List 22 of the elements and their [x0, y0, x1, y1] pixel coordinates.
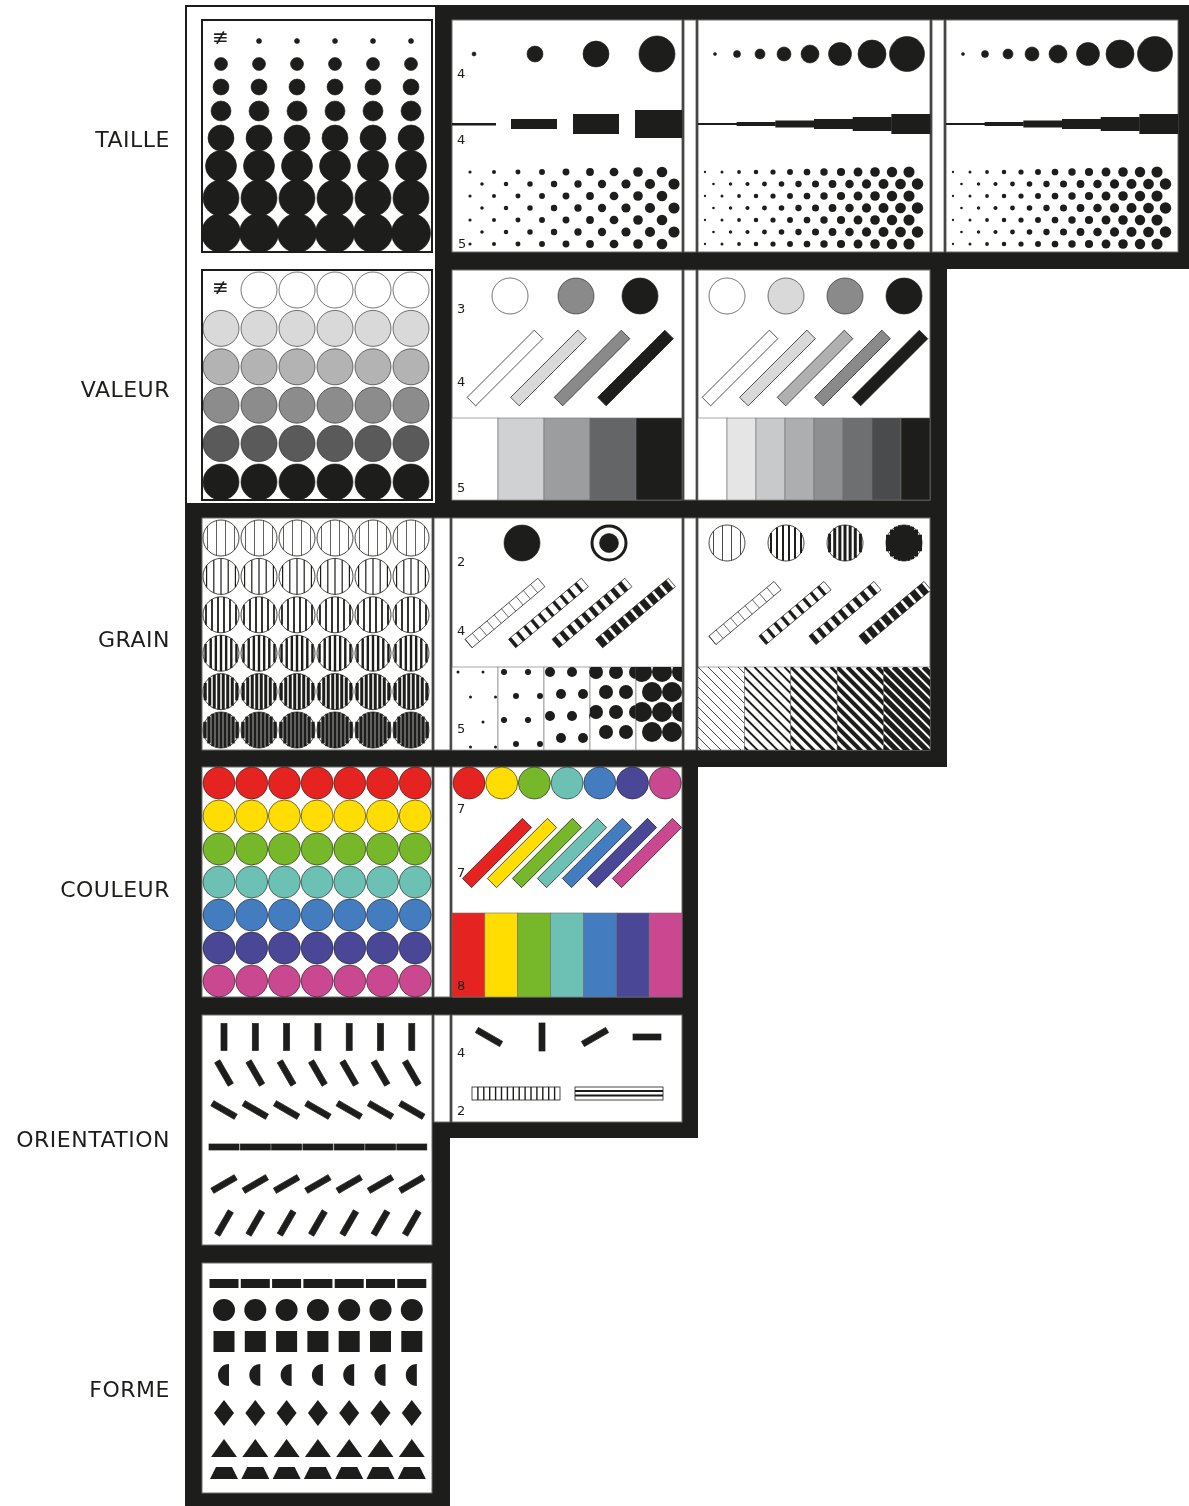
level-count: 5: [457, 722, 466, 735]
level-count: 2: [457, 1104, 466, 1117]
symbol-label: ≢: [212, 277, 229, 297]
level-count: 7: [457, 866, 466, 879]
level-count: 4: [457, 624, 466, 637]
level-count: 8: [457, 979, 466, 992]
level-count: 4: [457, 1046, 466, 1059]
row-label: GRAIN: [98, 629, 170, 651]
level-count: 4: [457, 67, 466, 80]
level-count: 5: [457, 481, 466, 494]
level-count: 2: [457, 555, 466, 568]
level-count: 4: [457, 133, 466, 146]
row-label: TAILLE: [95, 129, 170, 151]
level-count: 7: [457, 802, 466, 815]
row-label: ORIENTATION: [16, 1129, 170, 1151]
row-label: COULEUR: [60, 879, 170, 901]
level-count: 3: [457, 302, 466, 315]
level-count: 5: [458, 237, 467, 250]
level-count: 4: [457, 375, 466, 388]
symbol-label: ≢: [212, 27, 229, 47]
row-label: FORME: [89, 1379, 170, 1401]
row-label: VALEUR: [80, 379, 170, 401]
